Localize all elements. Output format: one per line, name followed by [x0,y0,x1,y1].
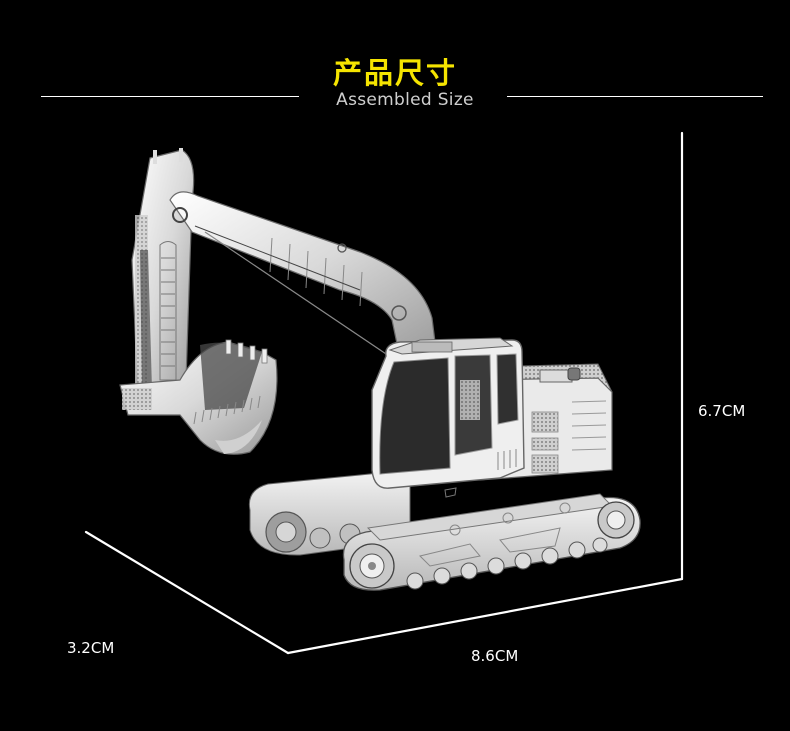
header-divider-right [507,96,763,97]
section-title-cn: 产品尺寸 [332,56,457,90]
length-dimension-label: 8.6CM [471,647,519,665]
width-dimension-label: 3.2CM [67,639,115,657]
width-line [84,530,290,655]
section-subtitle-en: Assembled Size [336,90,474,110]
excavator-icon [119,148,641,591]
height-dimension-label: 6.7CM [698,402,746,420]
length-line [286,577,684,655]
header-divider-left [41,96,299,97]
dimension-lines [84,131,684,655]
